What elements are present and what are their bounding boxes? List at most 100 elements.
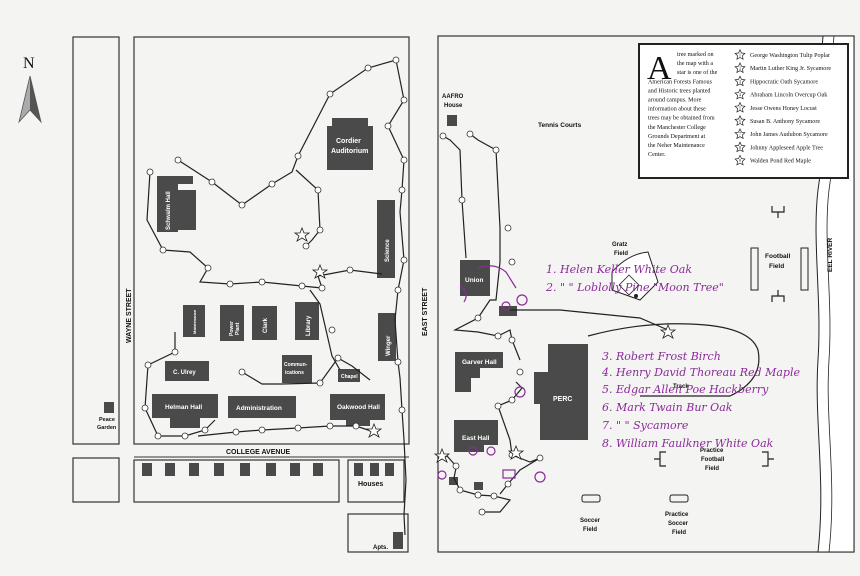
building-winger: Winger	[378, 313, 396, 361]
tree-star-icon	[311, 263, 329, 279]
legend-intro-line: Grounds Department at	[648, 134, 706, 140]
legend-intro-line: the Manchester College	[648, 125, 706, 131]
legend-intro-line: and Historic trees planted	[648, 88, 710, 94]
legend-tree-name: Susan B. Anthony Sycamore	[750, 119, 820, 125]
building-library: Library	[295, 302, 319, 340]
handwritten-note: 1. Helen Keller White Oak	[546, 263, 692, 276]
building-science: Science	[377, 200, 395, 278]
legend-intro-line: trees may be obtained from	[648, 115, 715, 122]
legend-tree-num: 1	[739, 53, 741, 58]
legend-intro-line: tree marked on	[677, 52, 714, 58]
handwritten-note: 2. " " Loblolly Pine "Moon Tree"	[545, 281, 724, 294]
legend-tree-name: Hippocratic Oath Sycamore	[750, 79, 818, 85]
svg-text:Helman Hall: Helman Hall	[165, 404, 202, 411]
legend-tree-name: Johnny Appleseed Apple Tree	[750, 145, 823, 151]
legend-intro-line: the map with a	[677, 61, 713, 67]
building-communications: Commun-ications	[282, 355, 312, 383]
tree-legend: A tree marked on the map with a star is on…	[638, 43, 849, 179]
trail-stops-west	[141, 56, 408, 440]
svg-text:Commun-ications: Commun-ications	[284, 362, 308, 376]
tree-star-icon	[734, 62, 746, 74]
tree-star-icon	[734, 101, 746, 113]
svg-text:Science: Science	[385, 239, 391, 262]
legend-intro-line: American Forests Famous	[648, 79, 713, 85]
eel-river-label: EEL RIVER	[827, 237, 834, 272]
tree-star-icon	[734, 114, 746, 126]
goalpost-icon	[654, 451, 666, 467]
houses-label: Houses	[358, 481, 383, 488]
svg-text:C. Ulrey: C. Ulrey	[173, 370, 196, 376]
tree-star-icon	[734, 154, 746, 166]
peace-garden-label: Peace Garden	[97, 417, 117, 431]
legend-tree-item: 1 George Washington Tulip Poplar	[734, 48, 830, 60]
baseball-diamond-icon	[611, 251, 659, 301]
svg-text:Administration: Administration	[236, 405, 282, 412]
legend-tree-name: Martin Luther King Jr. Sycamore	[750, 66, 831, 72]
legend-tree-item: 8 Johnny Appleseed Apple Tree	[734, 141, 823, 153]
svg-text:PERC: PERC	[553, 396, 572, 403]
track	[587, 323, 760, 397]
legend-tree-name: George Washington Tulip Poplar	[750, 53, 830, 59]
legend-intro-line: star is one of the	[677, 69, 718, 76]
legend-tree-num: 7	[739, 132, 741, 137]
building-perc: PERC	[534, 344, 588, 440]
tree-star-icon	[734, 48, 746, 60]
svg-text:Garver Hall: Garver Hall	[462, 359, 497, 366]
apts-label: Apts.	[373, 545, 388, 551]
legend-dropcap: A	[647, 50, 672, 87]
legend-tree-item: 3 Hippocratic Oath Sycamore	[734, 75, 818, 87]
building-helman-hall: Helman Hall	[152, 394, 218, 428]
goalpost-icon	[771, 206, 785, 218]
building-chapel: Chapel	[338, 369, 360, 382]
svg-text:Chapel: Chapel	[341, 374, 358, 380]
legend-tree-item: 5 Jesse Owens Honey Locust	[734, 101, 817, 113]
wayne-street-label: WAYNE STREET	[126, 288, 133, 343]
tree-star-icon	[293, 226, 311, 242]
tree-star-icon	[433, 447, 451, 463]
svg-text:Oakwood Hall: Oakwood Hall	[337, 404, 380, 411]
legend-intro-line: information about these	[648, 106, 706, 113]
tree-star-icon	[659, 323, 677, 339]
north-label: N	[23, 55, 35, 72]
goalpost-icon	[762, 451, 774, 467]
svg-text:Library: Library	[306, 315, 312, 336]
north-arrow: N	[18, 55, 42, 124]
svg-text:East Hall: East Hall	[462, 435, 490, 442]
tree-star-icon	[507, 444, 525, 460]
west-campus: WAYNE STREET COLLEGE AVENUE EAST STREET	[72, 36, 429, 553]
building-c-ulrey: C. Ulrey	[165, 361, 209, 381]
building-maintenance: Maintenance	[183, 305, 205, 337]
svg-text:Clark: Clark	[263, 317, 269, 333]
legend-tree-name: Jesse Owens Honey Locust	[750, 106, 817, 112]
annotation-marks	[437, 265, 546, 483]
building-schwalm-hall: Schwalm Hall	[157, 176, 196, 232]
tree-star-icon	[734, 88, 746, 100]
legend-tree-num: 5	[739, 105, 741, 110]
legend-tree-num: 3	[739, 79, 741, 84]
handwritten-notes: 1. Helen Keller White Oak 2. " " Loblolly…	[545, 263, 800, 450]
track-label: Track	[673, 384, 689, 390]
legend-tree-num: 9	[739, 158, 741, 163]
legend-tree-num: 8	[739, 145, 741, 150]
handwritten-note: 8. William Faulkner White Oak	[602, 437, 774, 450]
handwritten-note: 5. Edgar Allen Poe Hackberry	[602, 383, 769, 396]
handwritten-note: 4. Henry David Thoreau Red Maple	[601, 366, 800, 379]
handwritten-note: 7. " " Sycamore	[602, 419, 689, 432]
